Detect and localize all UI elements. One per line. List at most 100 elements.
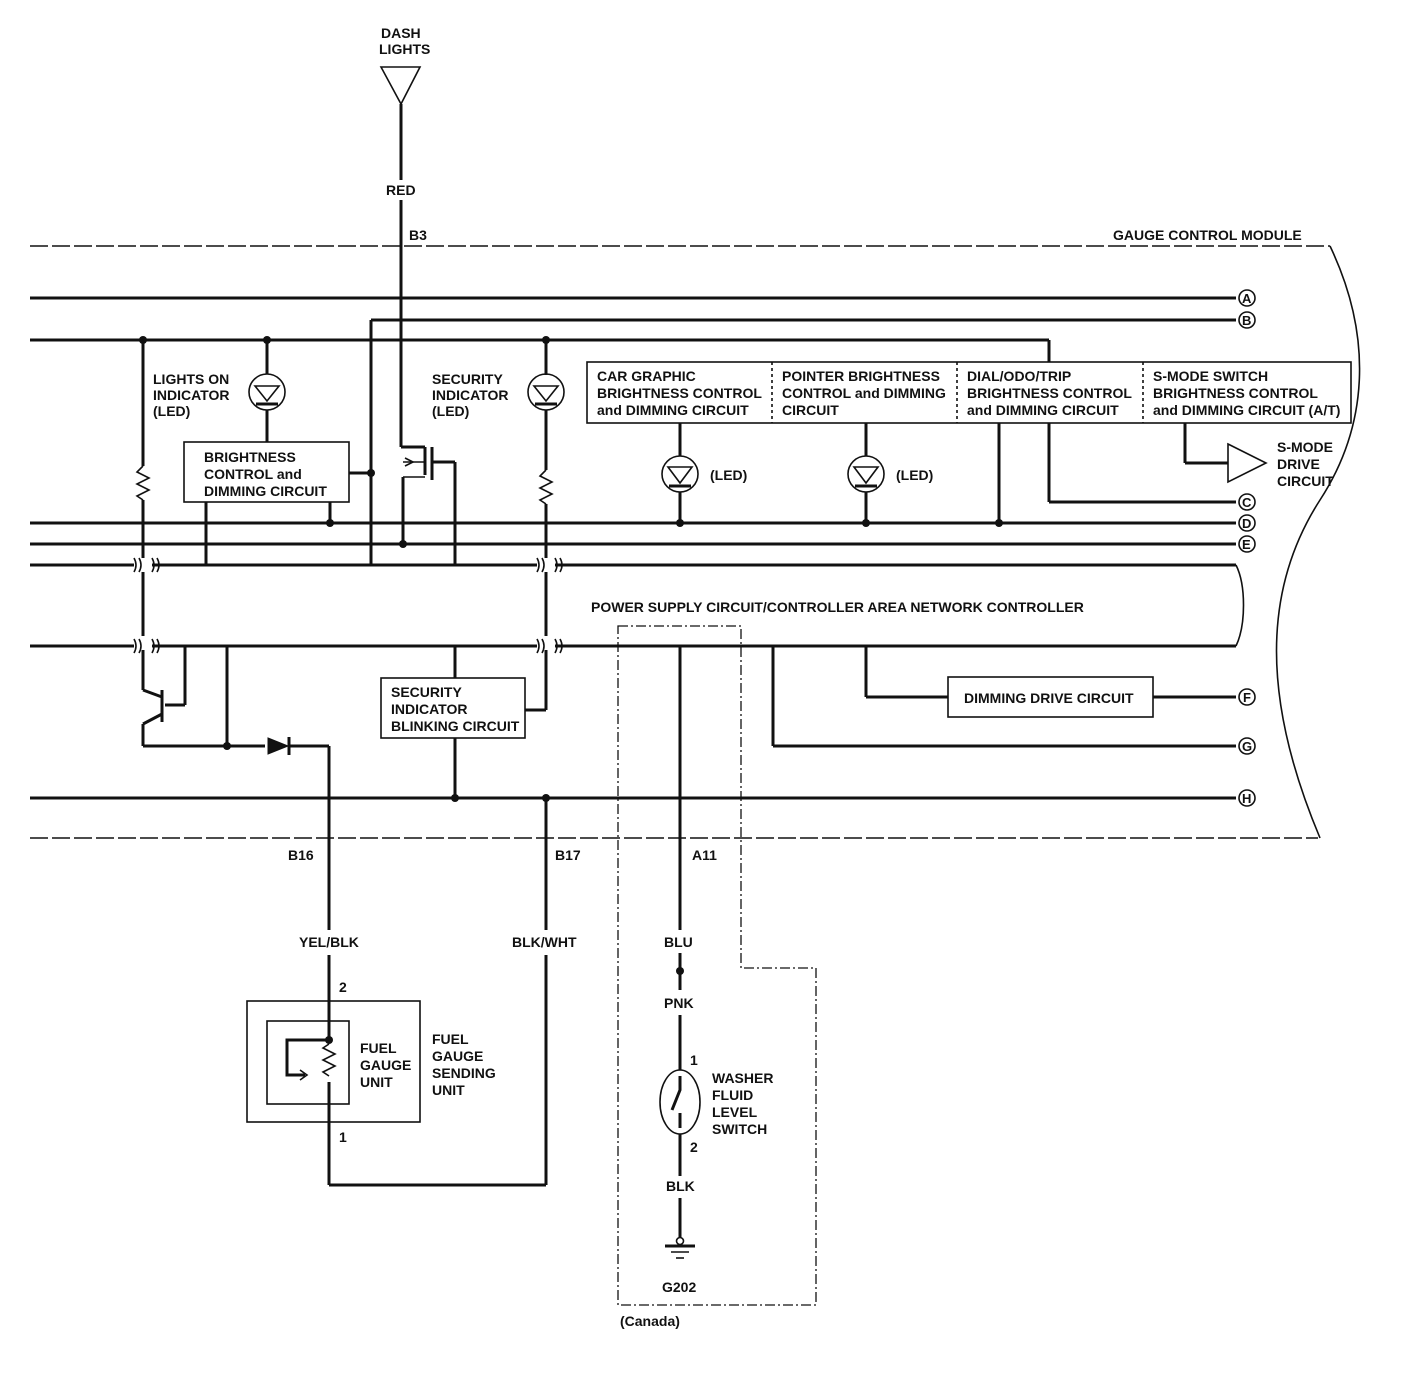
- lights-on-label-3: (LED): [153, 403, 190, 419]
- car-graphic-circuit: CAR GRAPHIC BRIGHTNESS CONTROL and DIMMI…: [597, 368, 762, 418]
- washer-fluid-level-switch-circuit: BLU PNK 1 2 BLK G202 (Canada) WASHER FLU…: [617, 625, 817, 1329]
- svg-text:SECURITY: SECURITY: [391, 684, 462, 700]
- svg-text:DIMMING DRIVE CIRCUIT: DIMMING DRIVE CIRCUIT: [964, 690, 1134, 706]
- dimming-drive-branch: DIMMING DRIVE CIRCUIT: [771, 646, 1236, 748]
- svg-text:SWITCH: SWITCH: [712, 1121, 767, 1137]
- pointer-led-icon: [847, 455, 885, 493]
- svg-text:INDICATOR: INDICATOR: [432, 387, 508, 403]
- connector-b: B: [1238, 311, 1256, 329]
- svg-text:D: D: [1242, 516, 1251, 531]
- lights-on-led-icon: [248, 373, 286, 411]
- dash-lights-label-2: LIGHTS: [379, 41, 430, 57]
- lights-on-driver: [141, 646, 331, 930]
- instrument-circuits-row: CAR GRAPHIC BRIGHTNESS CONTROL and DIMMI…: [586, 361, 1352, 527]
- canada-option-boundary: [617, 625, 817, 1306]
- dash-lights-terminal-icon: [379, 66, 422, 106]
- svg-text:FLUID: FLUID: [712, 1087, 753, 1103]
- lights-on-label-1: LIGHTS ON: [153, 371, 229, 387]
- pin-b16: B16: [288, 847, 314, 863]
- connector-g: G: [1238, 737, 1256, 755]
- svg-text:CIRCUIT: CIRCUIT: [782, 402, 839, 418]
- transistor-icon: [401, 445, 457, 565]
- pin-a11: A11: [692, 847, 717, 863]
- svg-text:2: 2: [690, 1139, 698, 1155]
- diode-icon: [267, 737, 291, 755]
- svg-text:B: B: [1242, 313, 1251, 328]
- svg-text:SENDING: SENDING: [432, 1065, 496, 1081]
- security-led-icon: [527, 373, 565, 411]
- lights-on-indicator-branch: LIGHTS ON INDICATOR (LED): [135, 336, 286, 690]
- svg-text:BLINKING CIRCUIT: BLINKING CIRCUIT: [391, 718, 520, 734]
- svg-text:CONTROL and DIMMING: CONTROL and DIMMING: [782, 385, 946, 401]
- car-graphic-led-icon: [661, 455, 699, 493]
- svg-text:DRIVE: DRIVE: [1277, 456, 1320, 472]
- svg-text:POINTER BRIGHTNESS: POINTER BRIGHTNESS: [782, 368, 940, 384]
- bipolar-transistor-icon: [142, 688, 164, 726]
- svg-text:GAUGE: GAUGE: [432, 1048, 483, 1064]
- dash-lights-feed: DASH LIGHTS RED B3: [379, 25, 430, 447]
- svg-text:DIAL/ODO/TRIP: DIAL/ODO/TRIP: [967, 368, 1071, 384]
- wire-color-blk-wht: BLK/WHT: [512, 934, 577, 950]
- svg-text:H: H: [1242, 791, 1251, 806]
- svg-text:INDICATOR: INDICATOR: [391, 701, 467, 717]
- svg-text:F: F: [1243, 690, 1251, 705]
- wire-color-red: RED: [386, 182, 416, 198]
- svg-text:GAUGE: GAUGE: [360, 1057, 411, 1073]
- svg-text:CIRCUIT: CIRCUIT: [1277, 473, 1334, 489]
- svg-text:and DIMMING CIRCUIT: and DIMMING CIRCUIT: [967, 402, 1119, 418]
- svg-text:(LED): (LED): [432, 403, 469, 419]
- fuel-gauge-sending-unit: YEL/BLK 2 FUEL GAUGE UNIT FUEL GAUGE SEN…: [246, 934, 577, 1187]
- dimming-drive-box: [947, 676, 1154, 718]
- canada-label: (Canada): [620, 1313, 680, 1329]
- connector-markers: A B C D E F G H: [1238, 289, 1256, 807]
- led-label-pointer: (LED): [896, 467, 933, 483]
- wire-color-yel-blk: YEL/BLK: [299, 934, 359, 950]
- svg-text:FUEL: FUEL: [360, 1040, 397, 1056]
- lights-on-label-2: INDICATOR: [153, 387, 229, 403]
- svg-text:BRIGHTNESS CONTROL: BRIGHTNESS CONTROL: [597, 385, 762, 401]
- security-indicator-branch: SECURITY INDICATOR (LED): [399, 336, 565, 712]
- svg-text:S-MODE SWITCH: S-MODE SWITCH: [1153, 368, 1268, 384]
- svg-text:and DIMMING CIRCUIT (A/T): and DIMMING CIRCUIT (A/T): [1153, 402, 1340, 418]
- connector-h: H: [1238, 789, 1256, 807]
- svg-text:FUEL: FUEL: [432, 1031, 469, 1047]
- security-blinking-circuit: SECURITY INDICATOR BLINKING CIRCUIT: [380, 646, 550, 930]
- svg-text:S-MODE: S-MODE: [1277, 439, 1333, 455]
- security-resistor-icon: [538, 469, 554, 505]
- s-mode-drive-output-icon: [1227, 442, 1268, 484]
- wire-color-pnk: PNK: [664, 995, 694, 1011]
- svg-text:WASHER: WASHER: [712, 1070, 773, 1086]
- svg-text:1: 1: [339, 1129, 347, 1145]
- svg-text:CONTROL and: CONTROL and: [204, 466, 302, 482]
- bus-lines: [30, 296, 1236, 800]
- svg-text:UNIT: UNIT: [360, 1074, 393, 1090]
- svg-text:CAR GRAPHIC: CAR GRAPHIC: [597, 368, 696, 384]
- svg-text:C: C: [1242, 495, 1252, 510]
- svg-text:1: 1: [690, 1052, 698, 1068]
- svg-text:DIMMING CIRCUIT: DIMMING CIRCUIT: [204, 483, 327, 499]
- dial-odo-trip-circuit: DIAL/ODO/TRIP BRIGHTNESS CONTROL and DIM…: [967, 368, 1132, 418]
- connector-c: C: [1238, 493, 1256, 511]
- connector-f: F: [1238, 688, 1256, 706]
- ground-g202: G202: [662, 1279, 696, 1295]
- pin-b3: B3: [409, 227, 427, 243]
- ground-icon: [665, 1236, 695, 1259]
- dash-lights-label-1: DASH: [381, 25, 421, 41]
- svg-text:BRIGHTNESS CONTROL: BRIGHTNESS CONTROL: [1153, 385, 1318, 401]
- connector-e: E: [1238, 535, 1256, 553]
- brightness-control-box: BRIGHTNESS CONTROL and DIMMING CIRCUIT: [183, 441, 375, 565]
- connector-a: A: [1238, 289, 1256, 307]
- svg-text:G: G: [1242, 739, 1252, 754]
- pointer-circuit: POINTER BRIGHTNESS CONTROL and DIMMING C…: [782, 368, 946, 418]
- pin-b17: B17: [555, 847, 581, 863]
- svg-text:E: E: [1242, 537, 1251, 552]
- connector-d: D: [1238, 514, 1256, 532]
- power-supply-can-block: POWER SUPPLY CIRCUIT/CONTROLLER AREA NET…: [30, 557, 1245, 654]
- svg-text:SECURITY: SECURITY: [432, 371, 503, 387]
- led-label-car: (LED): [710, 467, 747, 483]
- fuel-gauge-resistor-icon: [321, 1043, 337, 1077]
- wire-color-blu: BLU: [664, 934, 693, 950]
- gauge-control-module-label: GAUGE CONTROL MODULE: [1113, 227, 1302, 243]
- svg-text:UNIT: UNIT: [432, 1082, 465, 1098]
